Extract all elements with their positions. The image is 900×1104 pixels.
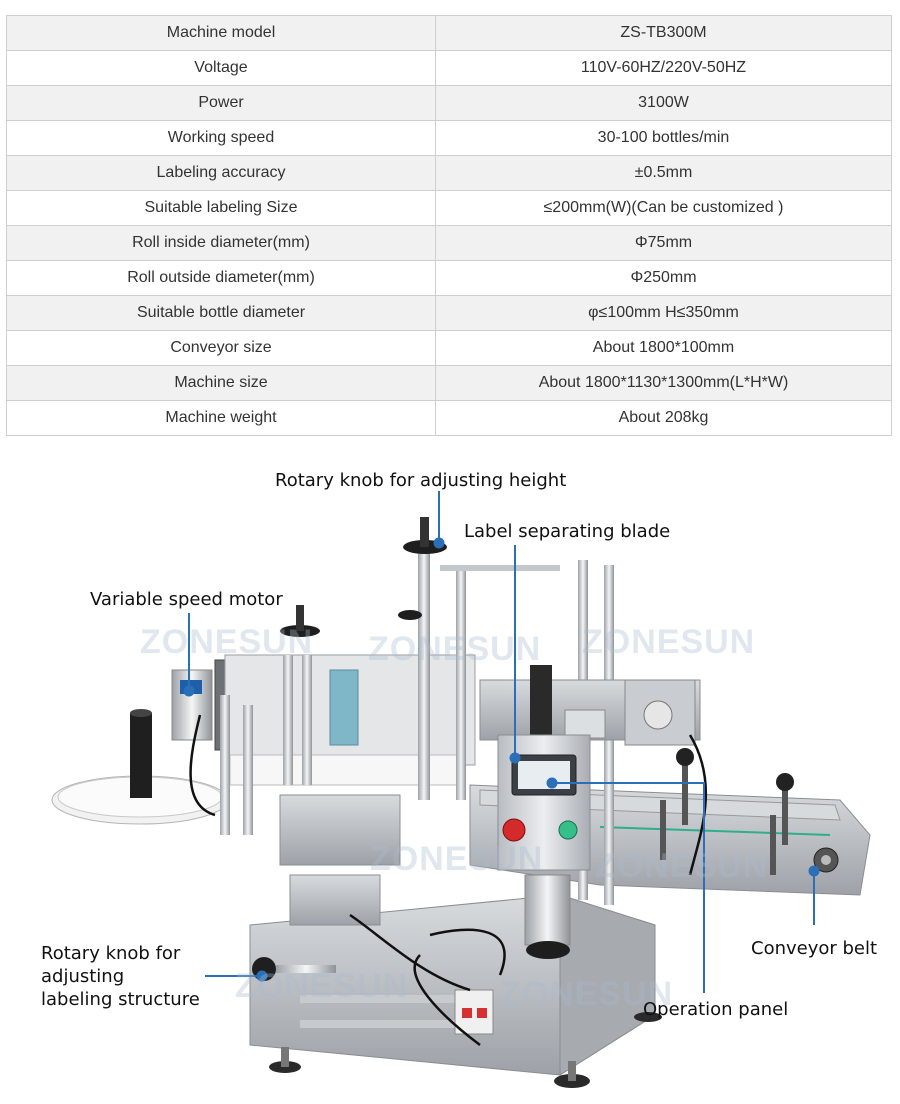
spec-param: Machine size [6,365,436,401]
spec-value: 30-100 bottles/min [435,120,892,156]
callout-variable-motor: Variable speed motor [90,589,283,610]
watermark: ZONESUN [370,840,544,878]
spec-param: Voltage [6,50,436,86]
spec-param: Labeling accuracy [6,155,436,191]
callout-labeling-knob-line3: labeling structure [41,989,200,1010]
spec-param: Working speed [6,120,436,156]
callout-conveyor-belt: Conveyor belt [751,938,878,959]
label-roll-plate [51,709,229,825]
spec-value: About 1800*100mm [435,330,892,366]
callout-labeling-knob-line1: Rotary knob for [41,943,181,964]
spec-param: Conveyor size [6,330,436,366]
spec-param: Roll inside diameter(mm) [6,225,436,261]
spec-value: 3100W [435,85,892,121]
spec-row: Suitable labeling Size≤200mm(W)(Can be c… [6,190,892,226]
guide-knobs [660,748,794,875]
spec-param: Power [6,85,436,121]
callout-rotary-knob-height: Rotary knob for adjusting height [275,470,567,491]
spec-param: Suitable labeling Size [6,190,436,226]
spec-param: Machine weight [6,400,436,436]
machine-feet [269,1012,662,1088]
spec-value: φ≤100mm H≤350mm [435,295,892,331]
watermark: ZONESUN [595,847,769,885]
machine-illustration [51,491,871,1088]
spec-param: Suitable bottle diameter [6,295,436,331]
spec-row: Roll outside diameter(mm)Φ250mm [6,260,892,296]
circuit-breaker [454,989,494,1035]
callout-label-blade: Label separating blade [464,521,671,542]
spec-row: Labeling accuracy±0.5mm [6,155,892,191]
callout-operation-panel: Operation panel [643,999,789,1020]
spec-value: Φ75mm [435,225,892,261]
spec-param: Roll outside diameter(mm) [6,260,436,296]
machine-photo: ZONESUN ZONESUN ZONESUN ZONESUN ZONESUN … [0,455,900,1104]
spec-value: Φ250mm [435,260,892,296]
watermark: ZONESUN [368,630,542,668]
spec-value: ZS-TB300M [435,15,892,51]
right-label-arm [479,665,701,746]
spec-value: ≤200mm(W)(Can be customized ) [435,190,892,226]
labeling-head [224,654,476,926]
watermark: ZONESUN [582,623,756,661]
watermark: ZONESUN [235,967,409,1005]
spec-value: About 1800*1130*1300mm(L*H*W) [435,365,892,401]
control-column [497,734,591,959]
callout-pointers [183,491,820,993]
callout-labeling-knob-line2: adjusting [41,966,125,987]
spec-value: About 208kg [435,400,892,436]
spec-value: 110V-60HZ/220V-50HZ [435,50,892,86]
spec-value: ±0.5mm [435,155,892,191]
spec-param: Machine model [6,15,436,51]
watermark: ZONESUN [500,975,674,1013]
spec-row: Roll inside diameter(mm)Φ75mm [6,225,892,261]
watermark: ZONESUN [140,623,314,661]
